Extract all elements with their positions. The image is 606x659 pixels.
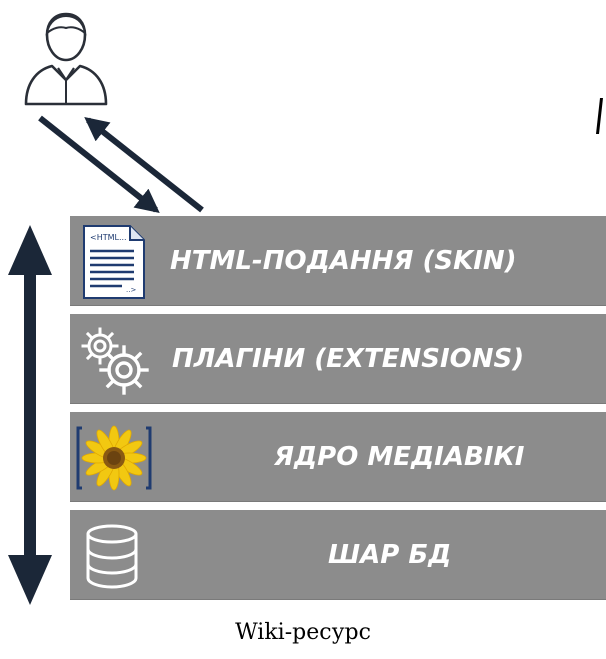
user-icon [24,12,108,106]
request-arrow [38,115,160,213]
layer-database: ШАР БД [70,510,606,600]
layer-html-skin: <HTML... ..> HTML-ПОДАННЯ (SKIN) [70,216,606,306]
vertical-double-arrow [8,225,52,605]
gears-icon [81,327,149,395]
response-arrow [84,117,204,213]
layer-extensions: ПЛАГІНИ (EXTENSIONS) [70,314,606,404]
layer-mediawiki-core: ЯДРО МЕДІАВІКІ [70,412,606,502]
diagram-caption: Wiki-ресурс [235,620,371,645]
mediawiki-sunflower-logo [76,425,152,491]
layer-label-mediawiki-core: ЯДРО МЕДІАВІКІ [274,442,525,472]
html-document-icon: <HTML... ..> [83,225,145,299]
layer-label-extensions: ПЛАГІНИ (EXTENSIONS) [172,344,525,374]
database-icon [86,524,138,589]
html-icon-text: <HTML... [90,233,127,242]
svg-text:..>: ..> [126,286,136,294]
layer-label-html-skin: HTML-ПОДАННЯ (SKIN) [170,246,517,276]
layer-label-database: ШАР БД [328,540,452,570]
request-response-arrows [38,115,204,213]
stray-mark [596,98,603,134]
